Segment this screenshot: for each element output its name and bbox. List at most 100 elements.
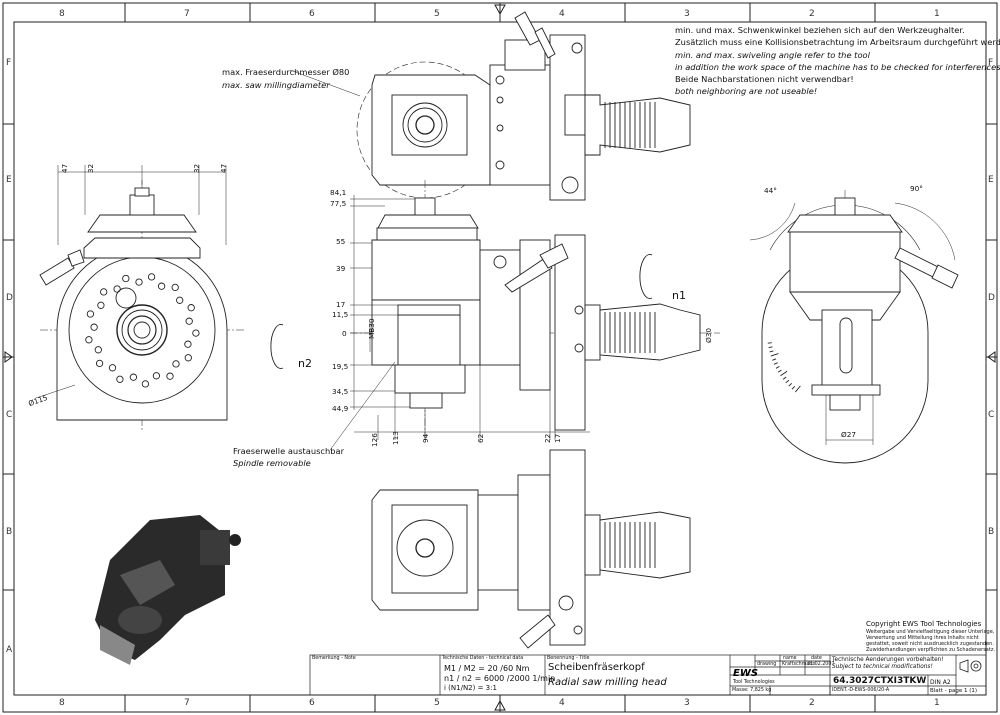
grid-col: 2 [809, 9, 815, 19]
grid-row: B [988, 527, 995, 537]
grid-col: 6 [309, 698, 315, 708]
dim-dia-27: Ø27 [841, 430, 857, 439]
bolt-hole [184, 354, 192, 362]
rotation-label-n2: n2 [298, 357, 312, 370]
grid-col: 1 [934, 698, 940, 708]
right-view [761, 190, 959, 464]
bolt-hole [171, 283, 179, 292]
change-en: Subject to technical modifications! [832, 664, 933, 670]
bolt-hole [94, 346, 102, 354]
mass: Masse: 7,825 kg [732, 688, 772, 693]
grid-row: F [6, 58, 12, 68]
bolt-hole [141, 380, 150, 388]
angle-scale-tick [788, 382, 793, 387]
bolt-hole [90, 323, 98, 331]
change-de: Technische Aenderungen vorbehalten! [832, 657, 944, 663]
projection-symbol [959, 659, 982, 673]
center-markers [4, 4, 996, 711]
front-view [270, 180, 720, 440]
grid-row: B [6, 527, 13, 537]
grid-col: 4 [559, 9, 565, 19]
ratio-value: i (N1/N2) = 3:1 [444, 684, 497, 692]
note-en-1: min. and max. swiveling angle refer to t… [675, 50, 870, 60]
dim-mb30: MB30 [367, 318, 376, 339]
bolt-hole [166, 372, 174, 380]
angle-scale-tick [773, 362, 778, 365]
tech-data-label: Technische Daten - technical data [442, 656, 524, 661]
dim-v-84: 84,1 [330, 188, 347, 197]
isometric-view [95, 515, 241, 665]
part-number: 64.3027CTXI3TKW [833, 676, 927, 686]
grid-col: 1 [934, 9, 940, 19]
grid-col: 3 [684, 698, 690, 708]
dim-h-94: 94 [421, 433, 430, 443]
grid-row: A [6, 645, 13, 655]
bolt-hole [187, 304, 195, 312]
sheet-size: DIN A2 [930, 679, 951, 686]
bolt-hole [85, 336, 93, 344]
bolt-hole [86, 310, 95, 318]
remark-label: Bemerkung - Note [312, 656, 356, 661]
bolt-hole [97, 301, 105, 309]
dim-h-62: 62 [476, 433, 485, 443]
row-drawing: drawing [757, 662, 777, 667]
angle-scale-tick [767, 342, 772, 344]
ews-logo-sub: Tool Technologies [733, 680, 775, 685]
angle-scale-tick [785, 379, 790, 384]
dim-h-22: 22 [543, 433, 552, 443]
callout-cutter-de: max. Fraeserdurchmesser Ø80 [222, 67, 350, 77]
grid-col: 5 [434, 9, 440, 19]
grid-col: 8 [59, 9, 65, 19]
angle-scale-tick [770, 353, 779, 357]
dim-v-55: 55 [336, 237, 346, 246]
speed-value: n1 / n2 = 6000 /2000 1/min [444, 674, 556, 683]
copyright-line: Verwertung und Mitteilung ihres Inhalts … [866, 635, 979, 641]
grid-col: 7 [184, 698, 190, 708]
bolt-hole [129, 373, 138, 381]
bottom-view [371, 449, 691, 649]
dim-v-34: 34,5 [332, 387, 349, 396]
dim-shank-30: Ø30 [704, 327, 713, 343]
callout-cutter-en: max. saw millingdiameter [222, 80, 330, 90]
sheet-page: Blatt - page 1 (1) [930, 688, 977, 694]
bolt-hole [176, 296, 184, 304]
callout-spindle-de: Fraeserwelle austauschbar [233, 446, 345, 456]
bolt-hole [157, 282, 166, 290]
ews-logo: EWS [733, 668, 759, 679]
grid-row: D [6, 293, 13, 303]
dim-32-right: 32 [192, 163, 202, 174]
angle-scale-tick [775, 366, 780, 369]
dim-47-left: 47 [60, 163, 70, 174]
ident: IDENT.-D-EWS-006/20-A [832, 688, 890, 693]
bolt-hole [100, 288, 108, 296]
dim-32-left: 32 [86, 163, 96, 174]
angle-scale-tick [780, 370, 788, 377]
rotation-label-n1: n1 [672, 289, 686, 302]
grid-col: 8 [59, 698, 65, 708]
left-view [39, 180, 245, 430]
grid-row: C [6, 410, 13, 420]
grid-col: 6 [309, 9, 315, 19]
left-view-dimensions [35, 165, 227, 399]
grid-row: D [988, 293, 995, 303]
note-de-3: Beide Nachbarstationen nicht verwendbar! [675, 74, 854, 84]
dim-v-39: 39 [336, 264, 346, 273]
bolt-hole [184, 340, 192, 348]
angle-scale-tick [769, 350, 774, 353]
right-view-dimensions [749, 202, 956, 445]
front-view-dimensions [289, 69, 701, 451]
bolt-hole [108, 364, 117, 372]
grid-col: 7 [184, 9, 190, 19]
grid-row: E [6, 175, 12, 185]
grid-row: E [988, 175, 994, 185]
note-de-2: Zusätzlich muss eine Kollisionsbetrachtu… [675, 37, 1000, 47]
note-de-1: min. und max. Schwenkwinkel beziehen sic… [675, 25, 965, 35]
torque-value: M1 / M2 = 20 /60 Nm [444, 664, 530, 673]
drawn-by: Kraftschmann [782, 662, 816, 667]
title-de: Scheibenfräserkopf [548, 662, 645, 673]
grid-col: 3 [684, 9, 690, 19]
grid-col: 4 [559, 698, 565, 708]
copyright-line: Weitergabe und Vervielfaeltigung dieser … [866, 629, 995, 635]
angle-scale-tick [794, 385, 801, 393]
col-name: name [783, 656, 797, 661]
